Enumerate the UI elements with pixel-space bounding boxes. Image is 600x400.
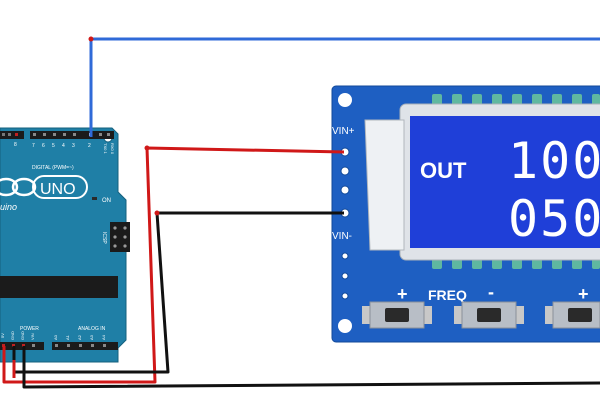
mounting-hole	[338, 93, 352, 107]
wire-joint	[88, 36, 94, 42]
pin-label-6: 6	[42, 143, 45, 149]
vin-minus-label: VIN-	[332, 231, 352, 242]
analog-header: ANALOG IN A0 A1 A2 A3 A4	[52, 326, 118, 350]
freq-label: FREQ	[428, 287, 467, 303]
rx-label: RX0 0	[110, 143, 115, 155]
digital-label: DIGITAL (PWM=~)	[32, 165, 74, 171]
microcontroller-chip	[0, 276, 118, 298]
freq-minus-button[interactable]	[454, 301, 524, 329]
analog-pin-a2: A2	[77, 334, 82, 340]
digital-header: 7 6 5 4 3 2 TX0 1 RX0 0 DIGITAL (PWM=~)	[30, 131, 115, 171]
on-led	[92, 197, 97, 200]
arduino-uno-board: 8 7 6 5 4 3 2 TX0 1 RX0 0 DIGITAL (PWM=~…	[0, 127, 130, 363]
pin-label-2: 2	[88, 143, 91, 149]
arduino-pcb	[0, 127, 127, 363]
wires	[2, 36, 600, 389]
duty-plus-button[interactable]	[545, 301, 600, 329]
power-pin-5v: 5V	[0, 333, 5, 338]
vin-plus-label: VIN+	[332, 126, 355, 137]
pin-label-4: 4	[62, 143, 65, 149]
pin-label-3: 3	[72, 143, 75, 149]
analog-pin-a4: A4	[101, 334, 106, 340]
on-label: ON	[102, 198, 111, 204]
power-pin-gnd-2: GND	[20, 331, 25, 340]
signal-generator-module: OUT 100 050 VIN+ VIN- + FREQ - +	[331, 85, 600, 343]
tx-label: TX0 1	[103, 143, 108, 154]
mounting-hole	[338, 319, 352, 333]
analog-pin-a1: A1	[65, 334, 70, 340]
lcd-line2: 050	[508, 190, 600, 248]
arduino-logo: UNO uino	[0, 175, 88, 212]
ground-wire-black-long	[22, 346, 600, 389]
pin-label-8: 8	[14, 142, 17, 148]
power-pin-vin: VIN	[30, 333, 35, 340]
lcd-screen	[410, 116, 600, 248]
digital-header-left: 8	[0, 131, 24, 148]
lcd-side-bracket	[364, 119, 405, 251]
freq-plus-button[interactable]	[362, 301, 432, 329]
button-minus-label: -	[488, 282, 494, 302]
analog-pin-a3: A3	[89, 334, 94, 340]
power-label: POWER	[20, 326, 39, 332]
analog-label: ANALOG IN	[78, 326, 106, 332]
button-plus-left-label: +	[397, 284, 408, 304]
analog-pin-a0: A0	[53, 334, 58, 340]
brand-suffix: uino	[0, 202, 17, 212]
lcd-line1: 100	[508, 132, 600, 190]
icsp-header: ICSP	[101, 222, 130, 252]
lcd-out-label: OUT	[420, 158, 467, 183]
wire-joint	[144, 145, 150, 151]
power-header: POWER 5V GND GND VIN	[0, 326, 44, 350]
power-wire-red	[2, 146, 345, 384]
button-plus-right-label: +	[578, 284, 589, 304]
terminal-pins: VIN+ VIN-	[332, 126, 355, 300]
wire-joint	[154, 210, 160, 216]
pin-label-7: 7	[32, 143, 35, 149]
pin-label-5: 5	[52, 143, 55, 149]
power-pin-gnd-1: GND	[10, 331, 15, 340]
uno-logo-text: UNO	[40, 181, 76, 198]
icsp-label: ICSP	[101, 232, 107, 244]
